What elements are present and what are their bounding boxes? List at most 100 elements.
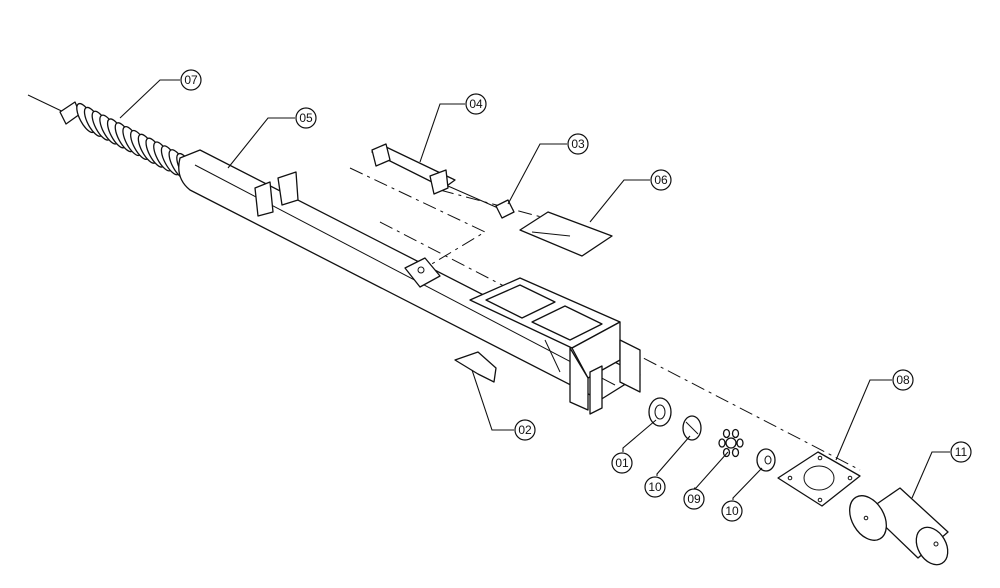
clevis-body — [495, 199, 515, 219]
plate-hole-4 — [817, 497, 823, 503]
callout-11: 11 — [950, 441, 972, 463]
callout-09-label: 09 — [687, 492, 701, 506]
callout-07: 07 — [180, 69, 202, 91]
callout-02-ring — [514, 419, 536, 441]
spider-tooth — [722, 447, 731, 458]
plate-hole-2 — [817, 455, 823, 461]
callout-02-label: 02 — [518, 423, 532, 437]
callout-10a-ring — [644, 476, 666, 498]
callout-09-ring — [683, 488, 705, 510]
cylinder-clevis — [371, 143, 391, 167]
leader-11 — [911, 451, 950, 499]
motor-end-cap — [915, 526, 949, 566]
callout-04: 04 — [465, 93, 487, 115]
cylinder-collar — [429, 169, 449, 195]
spider-tooth — [736, 438, 744, 448]
callout-01: 01 — [611, 452, 633, 474]
callout-10b-ring — [721, 500, 743, 522]
callout-10a-label: 10 — [648, 480, 662, 494]
spider-hub — [725, 437, 737, 449]
callout-11-label: 11 — [955, 445, 968, 459]
hopper-side-leg — [569, 347, 589, 411]
callout-08-ring — [892, 369, 914, 391]
bracket-part-02 — [454, 351, 497, 383]
callout-06-ring — [650, 169, 672, 191]
hopper-brace — [544, 339, 561, 373]
callout-04-label: 04 — [469, 97, 483, 111]
callouts: 07 05 04 03 06 02 — [119, 69, 972, 522]
callout-07-label: 07 — [184, 73, 198, 87]
hopper-foot — [589, 365, 603, 415]
callout-11-ring — [950, 441, 972, 463]
callout-05-label: 05 — [299, 111, 313, 125]
leader-06 — [589, 179, 650, 223]
callout-07-ring — [180, 69, 202, 91]
leader-09 — [694, 451, 729, 489]
leader-02 — [471, 369, 514, 431]
tube-rear-bracket — [254, 181, 274, 217]
callout-03-ring — [567, 133, 589, 155]
coupling-part-01 — [648, 397, 672, 427]
mounting-plate-part-08 — [777, 451, 861, 507]
callout-04-ring — [465, 93, 487, 115]
bushing-part-10-a — [682, 415, 702, 441]
leader-10b — [732, 467, 763, 500]
plate-hole-3 — [847, 475, 853, 481]
coupling-bore — [654, 404, 666, 420]
callout-06-label: 06 — [654, 173, 668, 187]
spider-tooth — [722, 428, 731, 439]
mount-block-hole — [417, 266, 425, 274]
callout-02: 02 — [514, 419, 536, 441]
callout-08-label: 08 — [896, 373, 910, 387]
spider-teeth — [718, 428, 744, 458]
spring-coils — [76, 102, 196, 184]
plate-hole-1 — [787, 475, 793, 481]
leader-01 — [622, 419, 657, 452]
callout-10b-label: 10 — [725, 504, 739, 518]
main-tube-part-05 — [178, 149, 641, 401]
motor-part-11 — [849, 487, 949, 566]
leader-10a — [656, 435, 691, 476]
spring-coil-part-07 — [59, 101, 196, 184]
plate-line — [531, 231, 571, 237]
bushing-b-bore — [764, 455, 772, 465]
callout-01-ring — [611, 452, 633, 474]
cylinder-mount-centerline — [349, 167, 487, 269]
bushing-a-detail — [685, 421, 699, 435]
bracket-body — [454, 351, 497, 383]
hopper-opening-right — [531, 305, 603, 341]
bushing-b-body — [756, 448, 776, 472]
callout-05-ring — [295, 107, 317, 129]
spider-part-09 — [718, 428, 744, 458]
plate-sheet — [519, 211, 613, 257]
callout-06: 06 — [650, 169, 672, 191]
spider-tooth — [718, 438, 726, 448]
callout-10b: 10 — [721, 500, 743, 522]
motor-flange-hole — [863, 515, 869, 521]
leader-07 — [119, 79, 180, 119]
mounting-plate-body — [777, 451, 861, 507]
callout-03: 03 — [567, 133, 589, 155]
callout-03-label: 03 — [571, 137, 585, 151]
hopper-right-leg — [619, 339, 641, 393]
hopper-frame-assembly — [469, 277, 641, 415]
spider-tooth — [731, 447, 740, 458]
tube-upper-bracket — [277, 171, 299, 206]
callout-01-label: 01 — [615, 456, 629, 470]
callout-05: 05 — [295, 107, 317, 129]
callout-09: 09 — [683, 488, 705, 510]
clevis-part-03 — [495, 199, 515, 219]
cylinder-part-04 — [371, 143, 499, 209]
bushing-part-10-b — [756, 448, 776, 472]
callout-08: 08 — [892, 369, 914, 391]
plate-part-06 — [519, 211, 613, 257]
leader-03 — [507, 143, 567, 205]
cylinder-rod — [447, 185, 499, 209]
callout-10a: 10 — [644, 476, 666, 498]
leader-04 — [419, 103, 465, 163]
spider-tooth — [731, 428, 740, 439]
motor-end-hole — [933, 541, 939, 547]
coupling-body — [648, 397, 672, 427]
